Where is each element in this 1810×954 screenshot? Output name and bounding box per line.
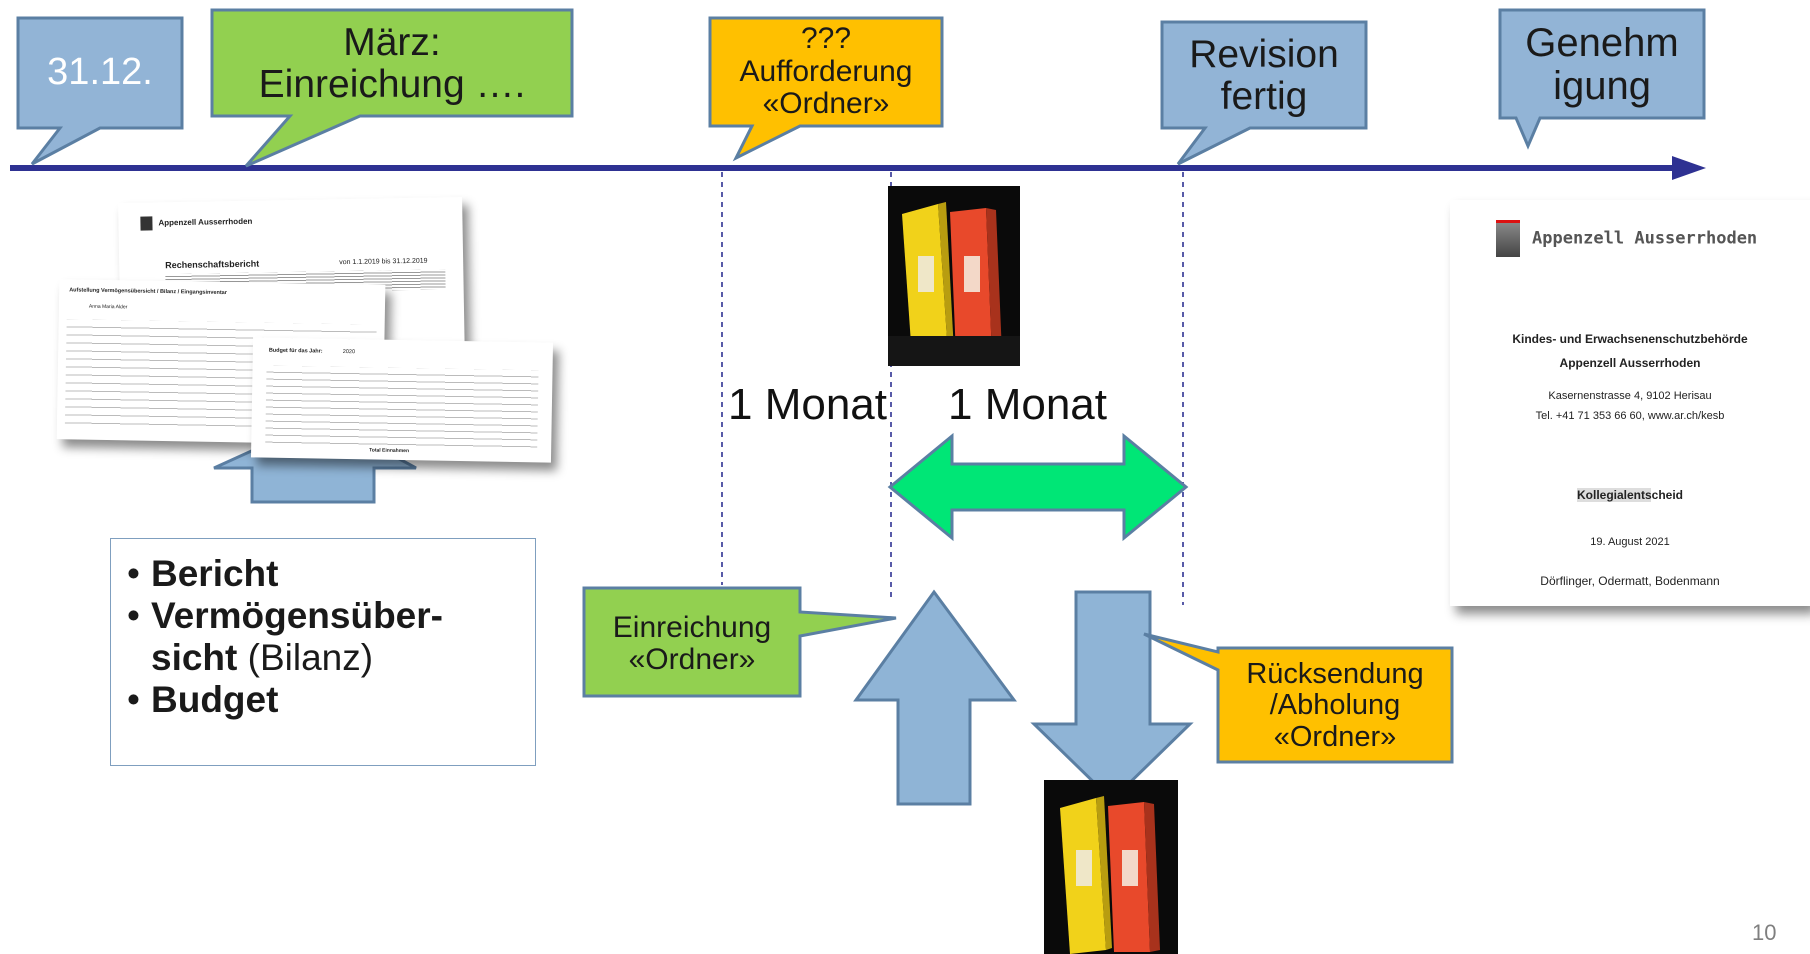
callout-maerz-label: März: Einreichung …. xyxy=(258,20,526,106)
duration-label-second: 1 Monat xyxy=(948,380,1107,429)
decision-document: Appenzell Ausserrhoden Kindes- und Erwac… xyxy=(1450,200,1810,606)
callout-revision-shape xyxy=(1160,20,1368,166)
binders-graphic-bottom xyxy=(1044,780,1178,954)
callout-maerz-shape xyxy=(210,8,574,168)
callout-date-shape xyxy=(16,16,184,166)
decision-type: Kollegialentscheid xyxy=(1576,488,1684,502)
decision-contact: Tel. +41 71 353 66 60, www.ar.ch/kesb xyxy=(1535,410,1725,422)
duration-double-arrow xyxy=(887,432,1189,542)
up-arrow-documents xyxy=(213,416,417,504)
callout-aufforderung-label: ??? Aufforderung «Ordner» xyxy=(739,22,913,121)
bullet-vermoegensuebersicht: Vermögensüber-sicht (Bilanz) xyxy=(127,595,535,679)
decision-authority: Kindes- und Erwachsenenschutzbehörde xyxy=(1512,332,1748,346)
duration-label-first: 1 Monat xyxy=(728,380,887,429)
budget-year: 2020 xyxy=(342,348,356,356)
callout-einreichung-label: Einreichung «Ordner» xyxy=(612,610,772,676)
binders-graphic-top xyxy=(888,186,1020,366)
budget-title: Budget für das Jahr: xyxy=(268,347,323,355)
binder-photo-top xyxy=(888,186,1020,366)
down-arrow-return xyxy=(1030,590,1194,803)
report-logo: Appenzell Ausserrhoden xyxy=(140,215,252,231)
binder-photo-bottom xyxy=(1044,780,1178,954)
timeline-arrowhead xyxy=(1672,156,1706,180)
report-title: Rechenschaftsbericht xyxy=(165,258,260,271)
bear-icon xyxy=(1496,220,1520,257)
callout-einreichung-shape xyxy=(582,586,897,698)
documents-bullet-list: Bericht Vermögensüber-sicht (Bilanz) Bud… xyxy=(110,538,536,766)
callout-ruecksendung-shape xyxy=(1143,632,1454,764)
decision-region: Appenzell Ausserrhoden xyxy=(1559,356,1701,370)
report-document-front: Budget für das Jahr: 2020 Total Einnahme… xyxy=(250,337,554,463)
report-period: von 1.1.2019 bis 31.12.2019 xyxy=(339,257,428,267)
budget-table-rules xyxy=(265,365,539,449)
bear-icon xyxy=(140,216,153,231)
decision-members: Dörflinger, Odermatt, Bodenmann xyxy=(1540,574,1720,588)
report-person: Anna Maria Alder xyxy=(88,303,128,311)
decision-logo: Appenzell Ausserrhoden xyxy=(1496,220,1757,257)
up-arrow-submission xyxy=(853,589,1017,806)
report-subtitle: Aufstellung Vermögensübersicht / Bilanz … xyxy=(69,287,227,297)
decision-date: 19. August 2021 xyxy=(1590,536,1670,548)
bullet-bericht: Bericht xyxy=(127,553,535,595)
callout-ruecksendung-label: Rücksendung /Abholung «Ordner» xyxy=(1246,658,1424,753)
page-number: 10 xyxy=(1752,920,1777,945)
budget-total: Total Einnahmen xyxy=(369,447,410,455)
callout-genehmigung-shape xyxy=(1498,8,1706,150)
callout-revision-label: Revision fertig xyxy=(1189,32,1339,118)
bullet-budget: Budget xyxy=(127,679,535,721)
callout-aufforderung-shape xyxy=(708,16,944,162)
callout-genehmigung-label: Genehm igung xyxy=(1525,20,1679,108)
callout-date-label: 31.12. xyxy=(47,51,153,94)
decision-address: Kasernenstrasse 4, 9102 Herisau xyxy=(1548,390,1712,402)
